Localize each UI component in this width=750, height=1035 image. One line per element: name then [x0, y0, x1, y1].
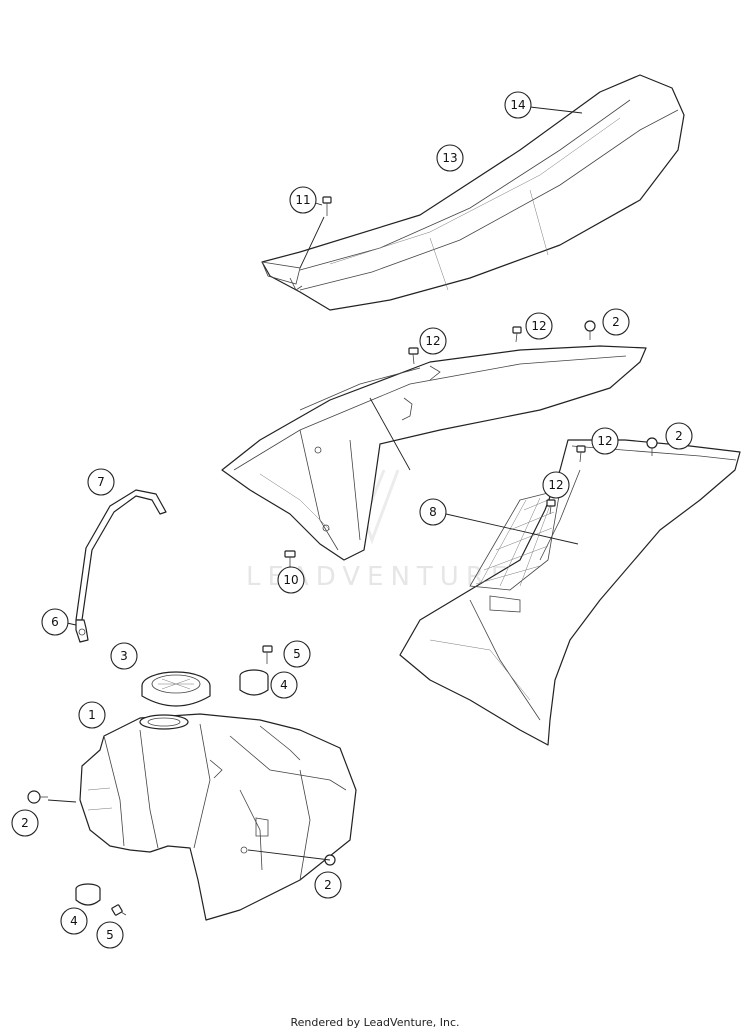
- rubber-4-upper-part: [239, 669, 269, 696]
- bolt-5-upper-part: [262, 645, 273, 664]
- svg-text:2: 2: [612, 315, 620, 329]
- svg-text:4: 4: [70, 914, 78, 928]
- bolt-2-c-part: [584, 320, 596, 340]
- callout-5-lower: 5: [96, 921, 124, 949]
- svg-text:6: 6: [51, 615, 59, 629]
- svg-text:12: 12: [597, 434, 612, 448]
- footer-credit: Rendered by LeadVenture, Inc.: [290, 1016, 460, 1029]
- bolt-2-e-part: [646, 437, 658, 456]
- bolt-12-d-part: [576, 445, 586, 463]
- callout-14: 14: [504, 91, 532, 119]
- bolt-12-a-part: [408, 347, 419, 365]
- bolt-12-b-part: [512, 326, 522, 343]
- callout-6: 6: [41, 608, 69, 636]
- svg-text:2: 2: [324, 878, 332, 892]
- bolt-11-part: [322, 196, 332, 216]
- svg-text:5: 5: [106, 928, 114, 942]
- svg-text:12: 12: [548, 478, 563, 492]
- callout-7: 7: [87, 468, 115, 496]
- svg-text:14: 14: [510, 98, 525, 112]
- fuel-tank-part: [79, 713, 357, 921]
- svg-text:10: 10: [283, 573, 298, 587]
- svg-text:12: 12: [531, 319, 546, 333]
- callout-2-tank-left: 2: [11, 809, 39, 837]
- bolt-10-part: [284, 550, 296, 566]
- svg-text:12: 12: [425, 334, 440, 348]
- callout-4-lower: 4: [60, 907, 88, 935]
- callout-2-c: 2: [602, 308, 630, 336]
- callout-12-f: 12: [542, 471, 570, 499]
- bolt-2-tank-left-part: [27, 790, 48, 804]
- fitting-part: [75, 619, 89, 643]
- svg-text:7: 7: [97, 475, 105, 489]
- svg-text:2: 2: [675, 429, 683, 443]
- svg-text:5: 5: [293, 647, 301, 661]
- hose-part: [75, 489, 167, 621]
- callout-8: 8: [419, 498, 447, 526]
- callout-13: 13: [436, 144, 464, 172]
- leader-lines: [47, 106, 583, 861]
- svg-text:1: 1: [88, 708, 96, 722]
- callout-3: 3: [110, 642, 138, 670]
- rubber-4-lower-part: [75, 883, 101, 906]
- callout-12-a: 12: [419, 327, 447, 355]
- callout-12-d: 12: [591, 427, 619, 455]
- callout-10: 10: [277, 566, 305, 594]
- callout-12-b: 12: [525, 312, 553, 340]
- svg-text:11: 11: [295, 193, 310, 207]
- svg-text:13: 13: [442, 151, 457, 165]
- callout-2-e: 2: [665, 422, 693, 450]
- seat-part: [261, 74, 685, 311]
- callout-11: 11: [289, 186, 317, 214]
- bolt-12-f-part: [546, 499, 556, 515]
- bolt-5-lower-part: [111, 904, 127, 916]
- svg-text:2: 2: [21, 816, 29, 830]
- callout-2-tank-right: 2: [314, 871, 342, 899]
- svg-text:8: 8: [429, 505, 437, 519]
- callout-1: 1: [78, 701, 106, 729]
- fuel-cap-part: [141, 671, 211, 707]
- svg-text:3: 3: [120, 649, 128, 663]
- callout-4-upper: 4: [270, 671, 298, 699]
- callout-5-upper: 5: [283, 640, 311, 668]
- svg-text:4: 4: [280, 678, 288, 692]
- side-panel-right-part: [399, 439, 741, 746]
- side-panel-left-part: [221, 345, 647, 561]
